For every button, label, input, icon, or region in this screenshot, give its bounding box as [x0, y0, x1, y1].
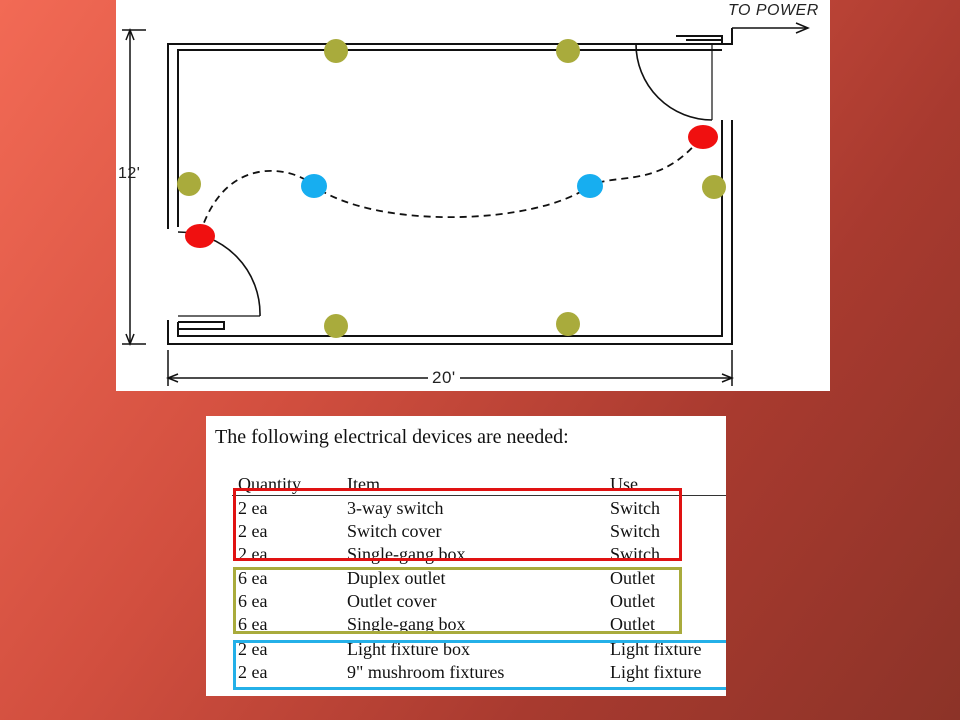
table-row: 6 ea Outlet cover Outlet — [206, 591, 726, 614]
table-row: 2 ea Switch cover Switch — [206, 521, 726, 544]
outer-wall — [167, 28, 733, 345]
row-use: Switch — [610, 498, 661, 518]
wall-stub-bottom-left — [178, 321, 225, 330]
row-use: Switch — [610, 521, 661, 541]
outlet-marker — [556, 312, 580, 336]
row-use: Light fixture — [610, 662, 702, 682]
table-row: 2 ea 3-way switch Switch — [206, 498, 726, 521]
row-use: Outlet — [610, 614, 655, 634]
row-item: Duplex outlet — [347, 568, 446, 588]
row-use: Light fixture — [610, 639, 702, 659]
switch-marker — [185, 224, 215, 248]
row-item: Single-gang box — [347, 614, 466, 634]
row-quantity: 2 ea — [238, 662, 268, 682]
width-dimension-label: 20' — [428, 368, 460, 388]
light-fixture-marker — [577, 174, 603, 198]
table-row: 2 ea Light fixture box Light fixture — [206, 639, 726, 662]
to-power-label: TO POWER — [728, 2, 819, 19]
row-quantity: 6 ea — [238, 614, 268, 634]
outlet-marker — [324, 39, 348, 63]
row-quantity: 2 ea — [238, 521, 268, 541]
outlet-group-box — [233, 567, 682, 634]
row-quantity: 2 ea — [238, 498, 268, 518]
header-rule — [232, 495, 726, 496]
height-dimension-label: 12' — [118, 165, 141, 182]
table-row: 6 ea Single-gang box Outlet — [206, 614, 726, 637]
row-quantity: 2 ea — [238, 639, 268, 659]
table-row: 6 ea Duplex outlet Outlet — [206, 568, 726, 591]
light-fixture-group-box — [233, 640, 726, 690]
switch-marker — [688, 125, 718, 149]
row-use: Outlet — [610, 591, 655, 611]
switch-group-box — [233, 488, 682, 561]
parts-list-heading: The following electrical devices are nee… — [215, 426, 569, 448]
outlet-marker — [702, 175, 726, 199]
floor-plan-drawing — [122, 22, 810, 386]
row-item: Outlet cover — [347, 591, 437, 611]
row-quantity: 6 ea — [238, 568, 268, 588]
row-item: 3-way switch — [347, 498, 444, 518]
row-quantity: 6 ea — [238, 591, 268, 611]
table-row: 2 ea 9" mushroom fixtures Light fixture — [206, 662, 726, 685]
outlet-marker — [324, 314, 348, 338]
wiring-path — [199, 135, 703, 235]
row-item: Switch cover — [347, 521, 442, 541]
wall-stub-top-right — [676, 35, 723, 44]
row-item: Light fixture box — [347, 639, 470, 659]
row-use: Outlet — [610, 568, 655, 588]
right-door-swing — [635, 43, 713, 121]
inner-wall — [177, 49, 723, 337]
outlet-marker — [177, 172, 201, 196]
parts-list-panel: The following electrical devices are nee… — [206, 416, 726, 696]
device-markers — [177, 39, 726, 338]
outlet-marker — [556, 39, 580, 63]
floor-plan-panel: TO POWER 12' 20' — [116, 0, 830, 391]
light-fixture-marker — [301, 174, 327, 198]
row-item: 9" mushroom fixtures — [347, 662, 505, 682]
